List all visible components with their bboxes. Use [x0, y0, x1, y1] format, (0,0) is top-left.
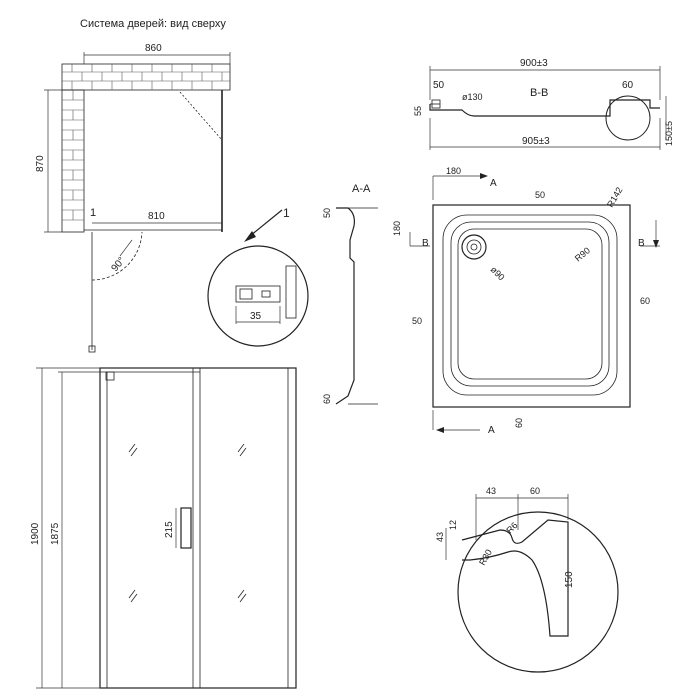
- inner-height-dimension: 1875: [50, 522, 61, 545]
- section-aa-title: A-A: [352, 183, 371, 195]
- edge-dim-43-side: 43: [435, 532, 445, 542]
- edge-dim-12: 12: [448, 520, 458, 530]
- depth-dimension: 870: [35, 155, 46, 172]
- tray-rim-right: 60: [640, 296, 650, 306]
- tray-radius-inner: R90: [573, 245, 592, 263]
- top-view: 90° 860 870 810 1: [35, 43, 231, 353]
- glass-reflection-marks: [128, 443, 247, 603]
- tray-section-mark-right: B: [638, 238, 645, 249]
- tray-plan: A A B B 180 50 R142 180 R90 ø90 50 60 60: [392, 166, 660, 436]
- tray-drain-dim: ø90: [489, 264, 507, 282]
- tray-rim-top: 50: [535, 190, 545, 200]
- section-bb-right-side-dim: 150±5: [664, 121, 674, 146]
- edge-dim-43-top: 43: [486, 486, 496, 496]
- brick-wall-left: [61, 89, 85, 233]
- drain-icon: [461, 234, 487, 260]
- callout-1-top: 1: [90, 207, 96, 219]
- tray-left-180: 180: [392, 221, 402, 236]
- page-title: Система дверей: вид сверху: [80, 18, 226, 30]
- height-dimension: 1900: [30, 522, 41, 545]
- section-bb-bottom-dim: 905±3: [522, 136, 550, 147]
- section-bb-right-top-dim: 60: [622, 80, 634, 91]
- section-bb-top-dim: 900±3: [520, 58, 548, 69]
- edge-radius-6: R6: [504, 520, 519, 535]
- section-aa-top-dim: 50: [322, 208, 332, 218]
- section-bb-left-top-dim: 50: [433, 80, 445, 91]
- tray-section-mark-left: B: [422, 238, 429, 249]
- edge-radius-30: R30: [477, 548, 494, 567]
- section-arrow-icon: [436, 427, 444, 433]
- edge-detail: 43 60 12 43 R6 R30 150: [435, 486, 619, 673]
- detail-1-callout: 1: [283, 206, 290, 220]
- door-angle-label: 90°: [109, 255, 127, 274]
- edge-dim-150: 150: [564, 571, 575, 588]
- callout-arrow-icon: [244, 231, 256, 242]
- section-aa: A-A 50 60: [322, 183, 378, 405]
- section-bb-drain-dim: ø130: [462, 92, 483, 102]
- brick-wall-top: [61, 63, 231, 91]
- inner-width-dimension: 810: [148, 211, 165, 222]
- edge-dim-60: 60: [530, 486, 540, 496]
- width-dimension: 860: [145, 43, 162, 54]
- section-bb-title: B-B: [530, 87, 548, 99]
- tray-top-180: 180: [446, 166, 461, 176]
- detail-1-dimension: 35: [250, 311, 262, 322]
- section-aa-bottom-dim: 60: [322, 394, 332, 404]
- section-arrow-icon: [653, 240, 659, 248]
- tray-section-mark-top: A: [490, 178, 497, 189]
- handle-dimension: 215: [164, 521, 175, 538]
- tray-rim-bottom: 60: [514, 418, 524, 428]
- front-view: 215 1900 1875: [30, 367, 297, 689]
- tray-section-mark-bottom: A: [488, 425, 495, 436]
- section-bb-left-side-dim: 55: [413, 106, 423, 116]
- door-handle: [180, 507, 192, 549]
- section-arrow-icon: [480, 173, 488, 179]
- detail-1: 1 35: [207, 206, 309, 347]
- tray-rim-left: 50: [412, 316, 422, 326]
- section-bb: B-B 900±3 905±3 50 55 ø130 60 150±5: [413, 58, 674, 150]
